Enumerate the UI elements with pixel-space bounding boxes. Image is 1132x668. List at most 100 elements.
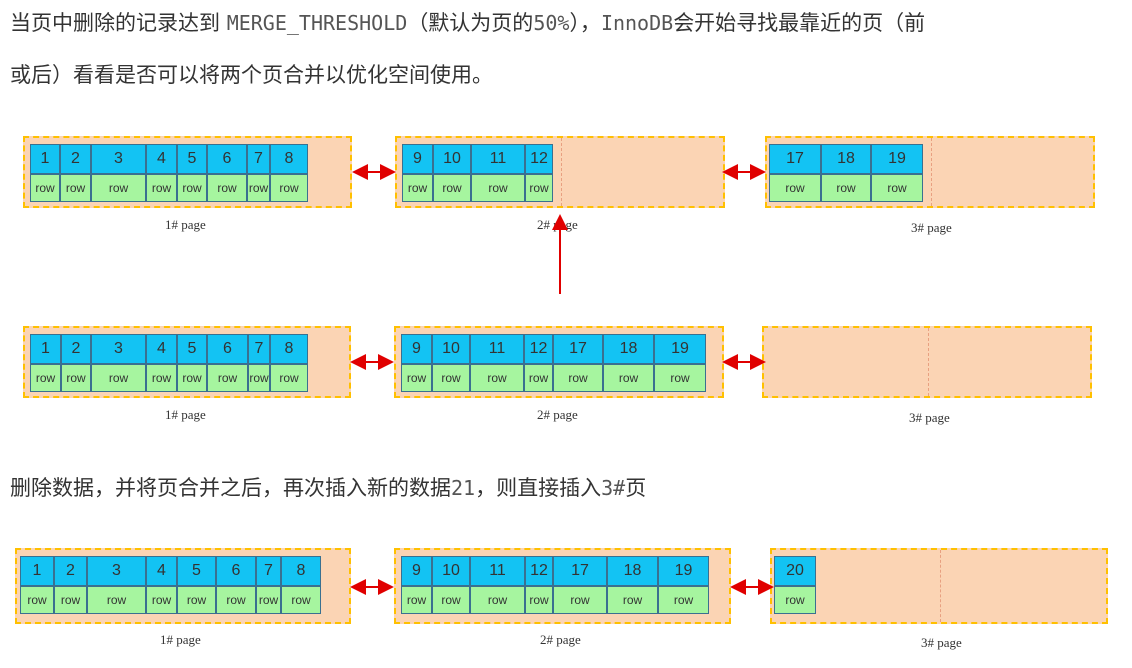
record-row: row: [603, 364, 654, 392]
page-caption: 1# page: [165, 407, 206, 422]
record-key: 10: [433, 144, 471, 174]
page-caption: 3# page: [921, 635, 962, 650]
record-row: row: [553, 586, 607, 614]
record-key: 20: [774, 556, 816, 586]
record-row: row: [471, 174, 525, 202]
record-key: 1: [20, 556, 54, 586]
intro-text: 当页中删除的记录达到: [10, 11, 227, 35]
record-row: row: [91, 364, 146, 392]
page-reference: 3#: [601, 476, 626, 500]
record-key: 12: [525, 556, 553, 586]
record-key: 5: [177, 334, 207, 364]
record-row: row: [607, 586, 658, 614]
record-row: row: [207, 174, 247, 202]
page-caption: 1# page: [165, 217, 206, 232]
record-row: row: [432, 586, 470, 614]
record-key: 8: [281, 556, 321, 586]
record-row: row: [248, 364, 270, 392]
record-row: row: [821, 174, 871, 202]
percent-value: 50%: [533, 11, 570, 35]
record-key: 3: [91, 144, 146, 174]
record-key: 9: [402, 144, 433, 174]
record-row: row: [60, 174, 91, 202]
record-key: 1: [30, 144, 60, 174]
record-row: row: [432, 364, 470, 392]
record-row: row: [30, 364, 61, 392]
record-key: 4: [146, 556, 177, 586]
record-row: row: [177, 174, 207, 202]
record-row: row: [146, 586, 177, 614]
record-row: row: [146, 174, 177, 202]
record-row: row: [247, 174, 270, 202]
record-row: row: [525, 174, 553, 202]
record-key: 19: [871, 144, 923, 174]
record-row: row: [402, 174, 433, 202]
record-key: 4: [146, 144, 177, 174]
page-divider: [928, 328, 929, 396]
record-row: row: [470, 364, 524, 392]
record-key: 2: [61, 334, 91, 364]
record-row: row: [658, 586, 709, 614]
merge-description: 删除数据，并将页合并之后，再次插入新的数据21，则直接插入3#页: [10, 473, 646, 503]
record-row: row: [270, 364, 308, 392]
intro-text: （默认为页的: [407, 11, 534, 35]
page-caption: 3# page: [909, 410, 950, 425]
page-divider: [561, 138, 562, 206]
record-key: 7: [248, 334, 270, 364]
record-key: 3: [91, 334, 146, 364]
record-key: 3: [87, 556, 146, 586]
page-caption: 2# page: [540, 632, 581, 647]
record-row: row: [871, 174, 923, 202]
record-key: 6: [207, 144, 247, 174]
record-key: 19: [658, 556, 709, 586]
record-row: row: [470, 586, 525, 614]
merge-text: ，则直接插入: [475, 476, 602, 500]
record-key: 7: [256, 556, 281, 586]
new-record-number: 21: [451, 476, 476, 500]
record-key: 8: [270, 144, 308, 174]
record-row: row: [207, 364, 248, 392]
record-row: row: [91, 174, 146, 202]
record-key: 5: [177, 144, 207, 174]
merge-text: 页: [625, 476, 647, 500]
record-key: 17: [553, 334, 603, 364]
record-key: 7: [247, 144, 270, 174]
record-key: 6: [207, 334, 248, 364]
record-key: 12: [525, 144, 553, 174]
intro-text: ），: [569, 11, 601, 35]
record-key: 1: [30, 334, 61, 364]
diagram2-page-3: [762, 326, 1092, 398]
page-divider: [931, 138, 932, 206]
merge-threshold-code: MERGE_THRESHOLD: [226, 11, 408, 35]
merge-text: 删除数据，并将页合并之后，再次插入新的数据: [10, 476, 451, 500]
record-key: 2: [60, 144, 91, 174]
record-row: row: [401, 586, 432, 614]
record-key: 9: [401, 334, 432, 364]
record-row: row: [20, 586, 54, 614]
record-key: 18: [607, 556, 658, 586]
innodb-code: InnoDB: [600, 11, 674, 35]
page-caption: 3# page: [911, 220, 952, 235]
